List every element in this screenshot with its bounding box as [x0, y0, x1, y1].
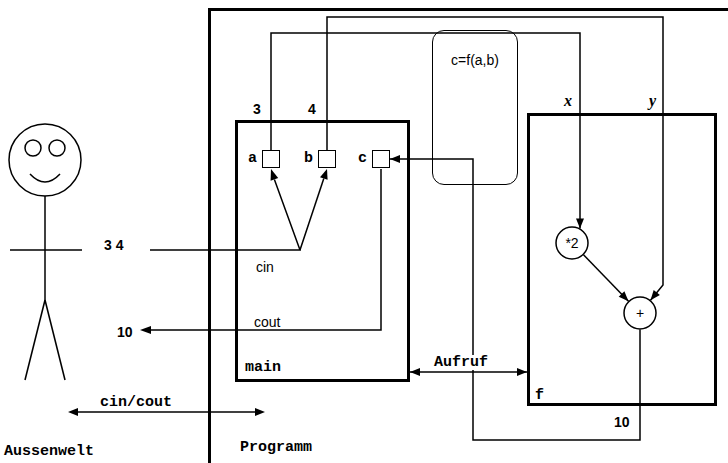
- connector-line: [271, 33, 580, 229]
- label-anchor: Aussenwelt: [4, 441, 94, 459]
- edge-label: x: [562, 93, 574, 109]
- output-value: 10: [117, 325, 133, 339]
- node-title: main: [245, 360, 281, 375]
- arrowhead: [390, 155, 400, 163]
- node-title: f: [535, 388, 544, 403]
- node-title: Programm: [240, 440, 312, 455]
- operation-circle: *2: [555, 226, 589, 260]
- connector-line: [390, 159, 640, 440]
- variable-name: c: [358, 151, 367, 166]
- stream-label: cout: [254, 315, 280, 329]
- variable-box: a: [262, 150, 280, 168]
- figure-head: [9, 124, 81, 196]
- connector: [390, 155, 640, 440]
- arrowhead: [320, 169, 328, 180]
- figure-eye: [25, 140, 41, 156]
- label-anchor: Aufruf: [432, 352, 490, 370]
- connector-line: [410, 371, 527, 373]
- io-arrow: [78, 411, 255, 413]
- label-anchor: x: [562, 92, 574, 110]
- region-label: Aussenwelt: [4, 444, 94, 459]
- edge-label: Aufruf: [432, 355, 490, 370]
- figure-leg: [45, 300, 65, 380]
- output-wire: [150, 169, 381, 330]
- label-anchor: y: [647, 92, 658, 110]
- variable-name: a: [248, 151, 257, 166]
- figure-leg: [25, 300, 45, 380]
- figure-arms: [10, 249, 82, 251]
- connector: [584, 255, 629, 301]
- operation-circle: +: [623, 296, 657, 330]
- connector-line: [327, 17, 663, 300]
- figure-body: [44, 196, 46, 300]
- arrowhead: [140, 326, 151, 334]
- connector: [271, 33, 584, 229]
- node-title: +: [636, 306, 644, 320]
- label-anchor: cout: [254, 313, 280, 331]
- connector-line: [584, 255, 629, 301]
- label-anchor: 3: [253, 100, 261, 118]
- arrowhead: [271, 169, 279, 181]
- variable-name: b: [304, 151, 313, 166]
- circle-line: [624, 297, 656, 329]
- input-wire: [150, 179, 300, 250]
- program-box: Programm main a b c c=f(a,b) f *2 +: [208, 8, 728, 463]
- label-anchor: cin: [256, 258, 274, 276]
- arrowhead: [68, 408, 78, 416]
- label-anchor: 10: [612, 413, 632, 431]
- circle-line: [556, 227, 588, 259]
- figure-smile: [30, 174, 60, 182]
- label-anchor: cin/cout: [100, 392, 172, 410]
- arrowhead: [517, 368, 527, 376]
- variable-box: c: [372, 150, 390, 168]
- edge-label: y: [647, 93, 658, 109]
- value-number: 4: [308, 102, 316, 116]
- arrowhead: [410, 368, 420, 376]
- label-anchor: 10: [117, 323, 133, 341]
- arrowhead: [255, 408, 265, 416]
- call-box: c=f(a,b): [432, 30, 518, 185]
- edge-label: 10: [612, 415, 632, 429]
- figure-eye: [49, 140, 65, 156]
- connector: [327, 17, 663, 300]
- stream-label: cin: [256, 260, 274, 274]
- node-title: c=f(a,b): [451, 53, 499, 67]
- arrowhead: [619, 291, 629, 301]
- label-anchor: 4: [308, 100, 316, 118]
- function-box: main a b c: [235, 120, 410, 382]
- variable-box: b: [318, 150, 336, 168]
- input-values: 3 4: [104, 238, 123, 252]
- function-box: f *2 +: [527, 113, 717, 406]
- node-title: *2: [565, 236, 578, 250]
- input-wire: [300, 179, 324, 251]
- arrowhead: [651, 290, 660, 300]
- channel-label: cin/cout: [100, 395, 172, 410]
- value-number: 3: [253, 102, 261, 116]
- label-anchor: 3 4: [104, 236, 123, 254]
